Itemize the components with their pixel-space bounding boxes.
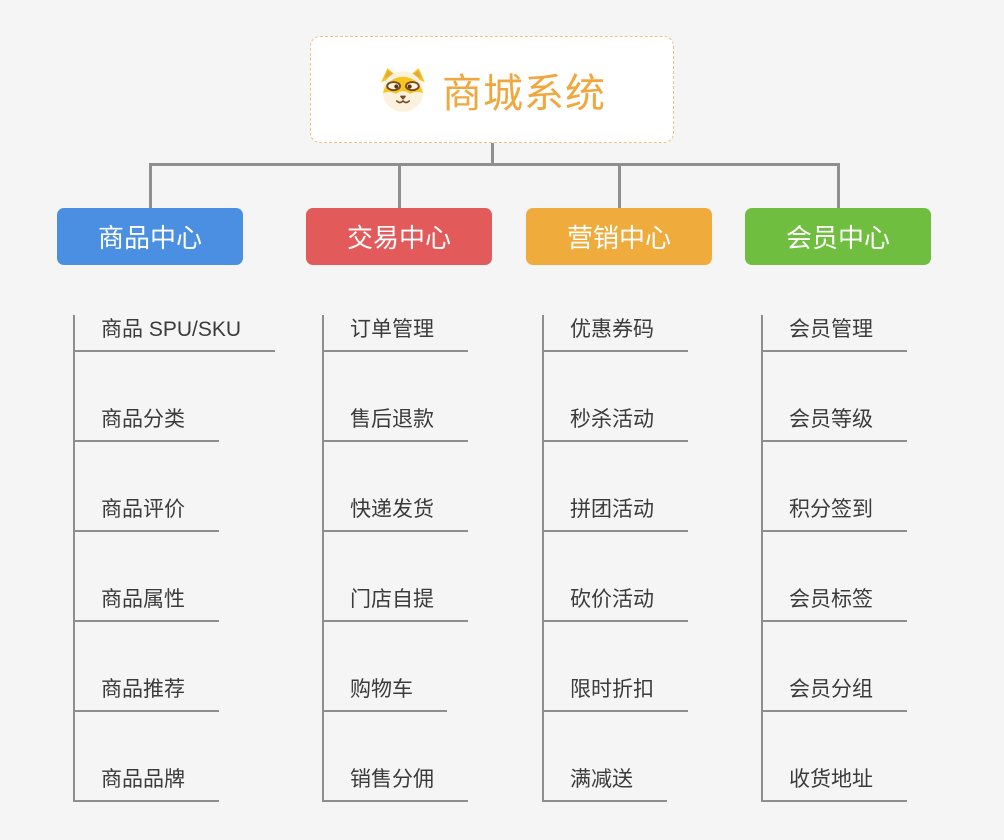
mindmap-node-item[interactable]: 收货地址	[763, 765, 907, 802]
mindmap-node-item[interactable]: 秒杀活动	[544, 405, 688, 442]
mindmap-node-item[interactable]: 商品 SPU/SKU	[75, 315, 276, 352]
connector-drop-trade	[398, 163, 401, 208]
branch-label: 商品中心	[97, 223, 202, 253]
connector-horizontal	[149, 163, 839, 166]
root-node[interactable]: 商城系统	[310, 36, 674, 143]
mindmap-node-item[interactable]: 购物车	[324, 675, 447, 712]
branch-header-trade[interactable]: 交易中心	[306, 208, 492, 265]
mindmap-node-item[interactable]: 商品分类	[75, 405, 219, 442]
branch-product-center: 商品中心 商品 SPU/SKU 商品分类 商品评价 商品属性 商品推荐 商品品牌	[57, 208, 276, 802]
mindmap-node-item[interactable]: 商品推荐	[75, 675, 219, 712]
branch-header-product[interactable]: 商品中心	[57, 208, 243, 265]
connector-root-drop	[491, 143, 494, 163]
connector-drop-member	[837, 163, 840, 208]
mindmap-node-item[interactable]: 快递发货	[324, 495, 468, 532]
branch-children: 订单管理 售后退款 快递发货 门店自提 购物车 销售分佣	[322, 315, 468, 802]
branch-children: 会员管理 会员等级 积分签到 会员标签 会员分组 收货地址	[761, 315, 907, 802]
mindmap-node-item[interactable]: 商品属性	[75, 585, 219, 622]
branch-marketing-center: 营销中心 优惠券码 秒杀活动 拼团活动 砍价活动 限时折扣 满减送	[526, 208, 712, 802]
mindmap-node-item[interactable]: 订单管理	[324, 315, 468, 352]
branch-trade-center: 交易中心 订单管理 售后退款 快递发货 门店自提 购物车 销售分佣	[306, 208, 492, 802]
mindmap-node-item[interactable]: 限时折扣	[544, 675, 688, 712]
branch-member-center: 会员中心 会员管理 会员等级 积分签到 会员标签 会员分组 收货地址	[745, 208, 931, 802]
mindmap-node-item[interactable]: 拼团活动	[544, 495, 688, 532]
branch-header-member[interactable]: 会员中心	[745, 208, 931, 265]
mindmap-node-item[interactable]: 商品评价	[75, 495, 219, 532]
branch-label: 会员中心	[785, 223, 890, 253]
branch-header-marketing[interactable]: 营销中心	[526, 208, 712, 265]
mindmap-node-item[interactable]: 会员标签	[763, 585, 907, 622]
mindmap-node-item[interactable]: 积分签到	[763, 495, 907, 532]
shiba-dog-icon	[381, 67, 425, 112]
mindmap-node-item[interactable]: 门店自提	[324, 585, 468, 622]
mindmap-node-item[interactable]: 会员等级	[763, 405, 907, 442]
branch-children: 商品 SPU/SKU 商品分类 商品评价 商品属性 商品推荐 商品品牌	[73, 315, 276, 802]
mindmap-node-item[interactable]: 售后退款	[324, 405, 468, 442]
mindmap-node-item[interactable]: 砍价活动	[544, 585, 688, 622]
mindmap-node-item[interactable]: 销售分佣	[324, 765, 468, 802]
branch-label: 交易中心	[346, 223, 451, 253]
branch-children: 优惠券码 秒杀活动 拼团活动 砍价活动 限时折扣 满减送	[542, 315, 688, 802]
mindmap-node-item[interactable]: 会员分组	[763, 675, 907, 712]
root-title: 商城系统	[442, 71, 606, 116]
branch-label: 营销中心	[566, 223, 671, 253]
mindmap-node-item[interactable]: 优惠券码	[544, 315, 688, 352]
mindmap-node-item[interactable]: 商品品牌	[75, 765, 219, 802]
connector-drop-product	[149, 163, 152, 208]
mindmap-node-item[interactable]: 会员管理	[763, 315, 907, 352]
connector-drop-marketing	[618, 163, 621, 208]
mindmap-node-item[interactable]: 满减送	[544, 765, 667, 802]
